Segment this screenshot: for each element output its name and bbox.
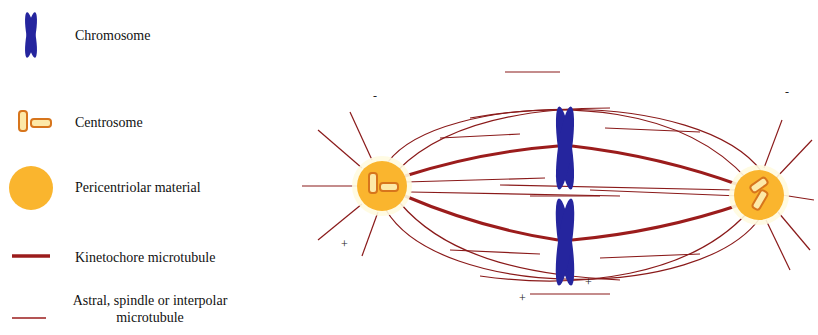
legend-chromosome-symbol [23, 12, 40, 59]
polarity-sign: + [519, 292, 526, 304]
interpolar-microtubules [386, 72, 762, 294]
legend-text: Centrosome [75, 114, 143, 131]
legend-swatch [9, 166, 53, 210]
legend-astral-line [12, 317, 46, 318]
right-pole [729, 165, 789, 225]
left-pole [352, 156, 412, 216]
polarity-sign: - [785, 86, 789, 98]
polarity-sign: + [585, 276, 592, 288]
legend-text: Chromosome [75, 27, 150, 44]
legend-text: Astral, spindle or interpolar microtubul… [65, 292, 235, 326]
legend-centrosome-symbol [19, 111, 51, 131]
legend-text: Pericentriolar material [75, 179, 201, 196]
chromosomes [552, 105, 578, 286]
legend-kinetochore-line [12, 254, 50, 258]
polarity-sign: - [373, 90, 377, 102]
polarity-sign: + [341, 238, 348, 250]
legend-text: Kinetochore microtubule [75, 249, 215, 266]
